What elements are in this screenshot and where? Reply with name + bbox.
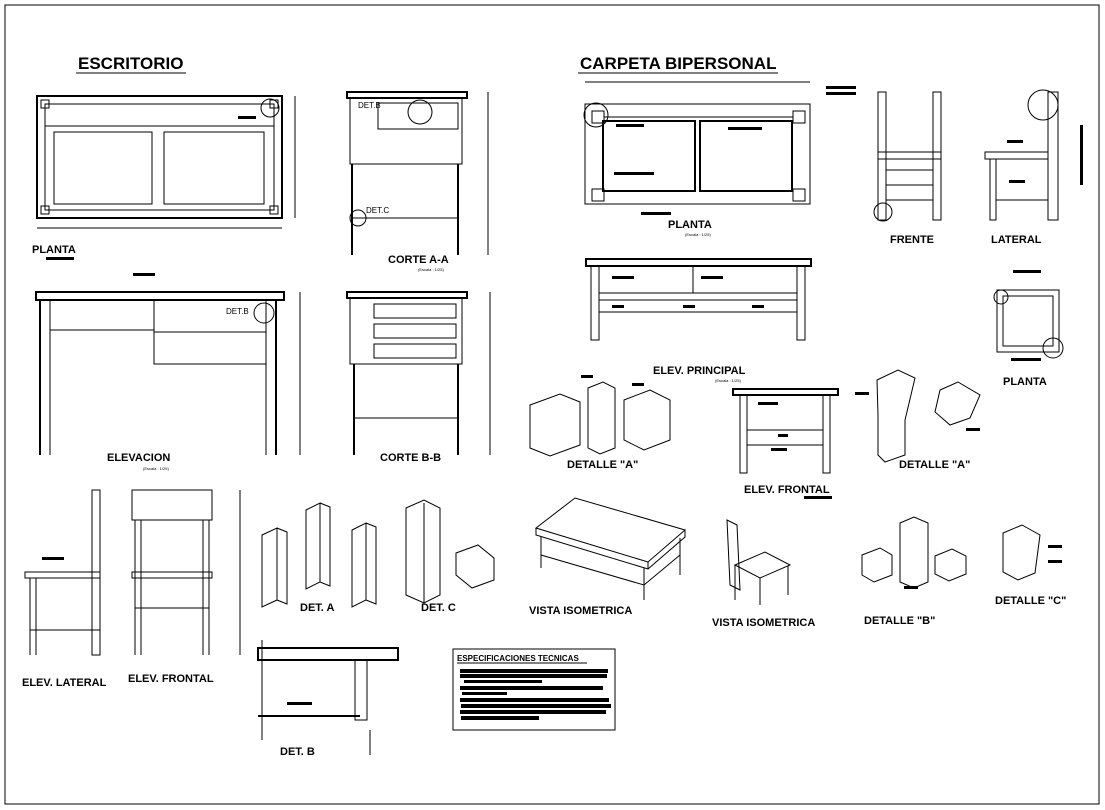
detail-c-leg-iso xyxy=(1002,524,1062,581)
detail-a-leg-iso xyxy=(855,369,981,463)
title-escritorio: ESCRITORIO xyxy=(78,54,183,73)
label-detalle-b: DETALLE "B" xyxy=(864,615,935,627)
detail-b-section xyxy=(257,640,399,755)
label-vista-isometrica-2: VISTA ISOMETRICA xyxy=(712,617,815,629)
specifications-box: ESPECIFICACIONES TECNICAS xyxy=(452,648,616,731)
label-elev-principal: ELEV. PRINCIPAL xyxy=(653,365,746,377)
redacted-note xyxy=(46,257,74,260)
scale-note: (Escala : 1/25) xyxy=(418,267,444,272)
bench-isometric-view xyxy=(534,497,687,600)
desk-section-aa xyxy=(346,91,489,255)
chair-frontal-elevation xyxy=(131,489,241,655)
title-carpeta-bipersonal: CARPETA BIPERSONAL xyxy=(580,54,776,73)
label-detalle-c: DETALLE "C" xyxy=(995,595,1066,607)
label-detalle-a-2: DETALLE "A" xyxy=(899,459,970,471)
label-corte-bb: CORTE B-B xyxy=(380,452,441,464)
chair-plan-view xyxy=(993,270,1064,361)
detail-a-iso xyxy=(261,502,377,608)
label-det-c: DET. C xyxy=(421,602,456,614)
desk-plan-view xyxy=(36,95,296,229)
sheet-border xyxy=(4,4,1100,805)
bench-frontal-elevation xyxy=(732,388,839,474)
label-lateral: LATERAL xyxy=(991,234,1042,246)
callout-det-b: DET.B xyxy=(358,101,381,110)
callout-det-b-2: DET.B xyxy=(226,307,249,316)
scale-note: (Escala : 1/25) xyxy=(715,378,741,383)
label-det-b: DET. B xyxy=(280,746,315,758)
label-elev-lateral: ELEV. LATERAL xyxy=(22,677,107,689)
chair-lateral-view xyxy=(984,89,1083,221)
chair-lateral-elevation xyxy=(24,489,101,656)
label-detalle-a-1: DETALLE "A" xyxy=(567,459,638,471)
label-vista-isometrica-1: VISTA ISOMETRICA xyxy=(529,605,632,617)
chair-isometric-view xyxy=(726,519,792,605)
label-planta-bench: PLANTA xyxy=(668,219,712,231)
redacted-note xyxy=(804,496,832,499)
specs-title: ESPECIFICACIONES TECNICAS xyxy=(457,654,579,663)
label-corte-aa: CORTE A-A xyxy=(388,254,449,266)
label-elev-frontal-bench: ELEV. FRONTAL xyxy=(744,484,830,496)
detail-b-iso xyxy=(861,516,967,589)
label-elev-frontal: ELEV. FRONTAL xyxy=(128,673,214,685)
label-elevacion: ELEVACION xyxy=(107,452,170,464)
callout-det-c: DET.C xyxy=(366,206,389,215)
desk-section-bb xyxy=(346,291,491,455)
desk-elevation xyxy=(35,273,301,455)
bench-principal-elevation xyxy=(585,258,812,341)
label-frente: FRENTE xyxy=(890,234,934,246)
chair-front-view xyxy=(873,91,942,222)
scale-note: (Escala : 1/25) xyxy=(685,232,711,237)
scale-note: (Escala : 1/25) xyxy=(143,466,169,471)
label-det-a: DET. A xyxy=(300,602,334,614)
detail-c-iso xyxy=(405,499,495,604)
detail-a-joint-iso xyxy=(529,375,671,457)
bench-plan-view xyxy=(583,81,856,215)
label-planta-desk: PLANTA xyxy=(32,244,76,256)
label-planta-chair: PLANTA xyxy=(1003,376,1047,388)
